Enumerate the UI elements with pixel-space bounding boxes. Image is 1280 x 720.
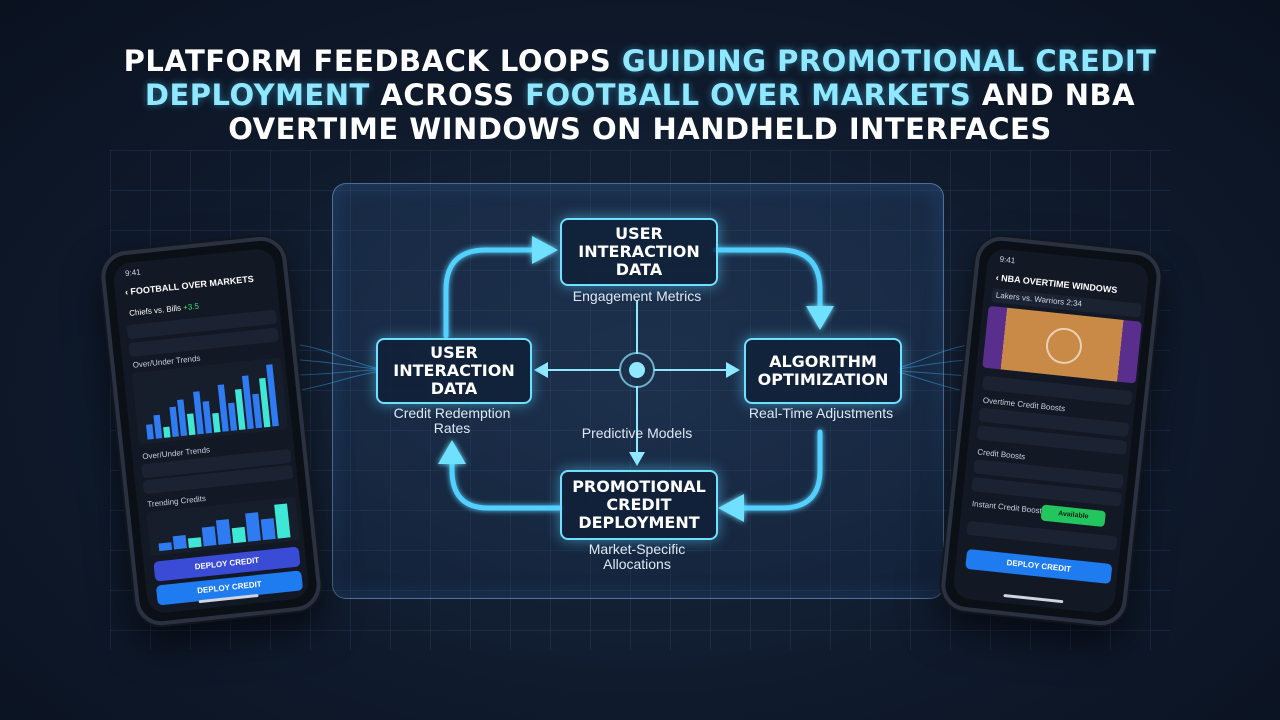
note-engagement-metrics: Engagement Metrics: [572, 288, 702, 304]
arrow-top-to-right: [713, 247, 823, 315]
trend-bar: [217, 384, 229, 432]
node-promotional-credit-deployment: PROMOTIONAL CREDIT DEPLOYMENT: [560, 470, 718, 540]
phone-nba-screen: 9:41 ‹ NBA OVERTIME WINDOWS Lakers vs. W…: [952, 247, 1150, 615]
trend-bar: [231, 526, 247, 544]
trend-bar: [158, 542, 173, 552]
trend-chart-2: [146, 496, 300, 556]
trend-bar: [201, 526, 217, 547]
basketball-court: [982, 305, 1142, 384]
node-algorithm-optimization: ALGORITHM OPTIMIZATION: [744, 338, 902, 404]
arrow-heads: [438, 236, 834, 522]
phone-football-screen: 9:41 ‹ FOOTBALL OVER MARKETS Chiefs vs. …: [112, 247, 310, 615]
trend-bar: [227, 402, 238, 431]
page-title: PLATFORM FEEDBACK LOOPS GUIDING PROMOTIO…: [100, 44, 1180, 146]
trend-bar: [245, 512, 261, 542]
phone-football: 9:41 ‹ FOOTBALL OVER MARKETS Chiefs vs. …: [98, 234, 324, 628]
title-line-1: PLATFORM FEEDBACK LOOPS GUIDING PROMOTIO…: [123, 44, 1157, 78]
title-line-3: OVERTIME WINDOWS ON HANDHELD INTERFACES: [228, 112, 1052, 146]
section-instant-credit-boost: Instant Credit Boost: [971, 499, 1043, 516]
trend-bar: [215, 519, 232, 545]
trend-bar: [169, 406, 179, 438]
node-user-interaction-top: USER INTERACTION DATA: [560, 218, 718, 286]
title-line-2: DEPLOYMENT ACROSS FOOTBALL OVER MARKETS …: [144, 78, 1136, 112]
trend-bar: [153, 414, 163, 439]
trend-bar: [241, 375, 254, 430]
trend-bar: [259, 377, 271, 428]
note-credit-redemption-rates: Credit Redemption Rates: [393, 405, 511, 436]
arrow-right-to-bottom: [731, 429, 823, 511]
available-badge[interactable]: Available: [1040, 504, 1106, 528]
note-market-specific-allocations: Market-Specific Allocations: [588, 541, 686, 572]
trend-bar: [172, 535, 187, 550]
trend-bar: [202, 400, 213, 434]
arrowhead-top: [532, 236, 558, 264]
arrow-left-to-top: [443, 247, 545, 339]
trend-bars-2: [158, 503, 291, 552]
center-hub: [544, 300, 730, 455]
node-user-interaction-left: USER INTERACTION DATA: [376, 338, 532, 404]
trend-bar: [212, 412, 221, 433]
arrowhead-bottom: [718, 494, 744, 522]
note-predictive-models: Predictive Models: [581, 425, 693, 441]
arrowhead-right: [806, 306, 834, 330]
arrowhead-left: [438, 440, 466, 464]
phone-nba: 9:41 ‹ NBA OVERTIME WINDOWS Lakers vs. W…: [938, 234, 1164, 628]
trend-bar: [274, 503, 291, 539]
home-indicator-right: [1003, 593, 1064, 604]
trend-bar: [186, 413, 196, 436]
note-real-time-adjustments: Real-Time Adjustments: [748, 405, 894, 421]
trend-bar: [177, 399, 188, 437]
hub-arrowheads: [534, 362, 740, 466]
data-stream-right: [897, 344, 969, 393]
trend-bars-1: [145, 364, 279, 440]
arrow-bottom-to-left: [449, 455, 563, 511]
trend-bar: [187, 537, 202, 548]
data-stream-left: [299, 344, 377, 391]
loop-arrows: [443, 247, 823, 511]
trend-bar: [252, 393, 263, 429]
trend-bar: [260, 518, 276, 541]
status-bar-time-right: 9:41: [999, 254, 1016, 266]
trend-bar: [266, 364, 279, 427]
trend-chart-1: [131, 357, 289, 445]
trend-bar: [163, 426, 171, 438]
trend-bar: [193, 391, 204, 435]
trend-bar: [234, 388, 246, 431]
trend-bar: [145, 424, 154, 440]
status-bar-time: 9:41: [124, 267, 142, 279]
deploy-credit-button-nba[interactable]: DEPLOY CREDIT: [965, 548, 1113, 585]
